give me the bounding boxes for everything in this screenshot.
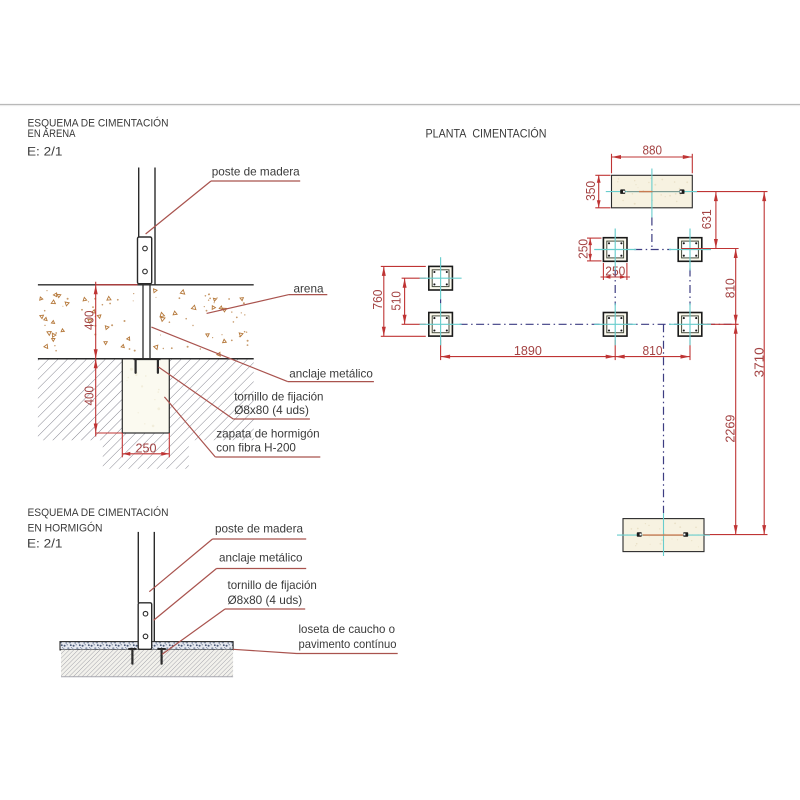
svg-text:arena: arena	[294, 281, 324, 295]
svg-text:poste de madera: poste de madera	[212, 164, 300, 178]
svg-text:2269: 2269	[722, 415, 737, 443]
svg-text:tornillo de fijación: tornillo de fijación	[234, 389, 323, 403]
svg-text:631: 631	[699, 209, 714, 229]
svg-text:PLANTA CIMENTACIÓN: PLANTA CIMENTACIÓN	[426, 126, 547, 141]
svg-text:250: 250	[136, 441, 157, 456]
svg-text:810: 810	[643, 343, 663, 358]
svg-text:Ø8x80 (4 uds): Ø8x80 (4 uds)	[234, 403, 309, 417]
svg-text:760: 760	[370, 290, 385, 310]
svg-text:E: 2/1: E: 2/1	[27, 145, 63, 159]
svg-text:1890: 1890	[514, 343, 542, 358]
svg-text:E: 2/1: E: 2/1	[27, 537, 63, 551]
svg-text:250: 250	[605, 264, 625, 278]
svg-text:zapata de hormigón: zapata de hormigón	[216, 427, 319, 441]
svg-text:pavimento contínuo: pavimento contínuo	[299, 637, 397, 651]
svg-text:EN HORMIGÓN: EN HORMIGÓN	[28, 522, 103, 535]
svg-text:anclaje metálico: anclaje metálico	[219, 550, 303, 564]
svg-text:con fibra H-200: con fibra H-200	[216, 440, 296, 454]
svg-text:510: 510	[389, 291, 404, 311]
svg-text:Ø8x80 (4 uds): Ø8x80 (4 uds)	[228, 593, 303, 607]
svg-text:400: 400	[82, 311, 97, 331]
svg-text:3710: 3710	[751, 347, 766, 377]
svg-text:ESQUEMA DE CIMENTACIÓN: ESQUEMA DE CIMENTACIÓN	[28, 506, 169, 519]
svg-text:poste de madera: poste de madera	[215, 521, 303, 535]
svg-text:350: 350	[583, 181, 598, 201]
svg-text:880: 880	[643, 143, 663, 158]
svg-text:810: 810	[722, 278, 737, 298]
svg-text:250: 250	[575, 239, 590, 259]
svg-text:tornillo de fijación: tornillo de fijación	[228, 578, 317, 592]
svg-text:EN ARENA: EN ARENA	[28, 128, 76, 140]
svg-text:loseta de caucho o: loseta de caucho o	[299, 622, 396, 636]
svg-text:400: 400	[82, 386, 97, 406]
svg-text:anclaje metálico: anclaje metálico	[289, 367, 373, 381]
svg-text:ESQUEMA DE CIMENTACIÓN: ESQUEMA DE CIMENTACIÓN	[28, 116, 169, 129]
